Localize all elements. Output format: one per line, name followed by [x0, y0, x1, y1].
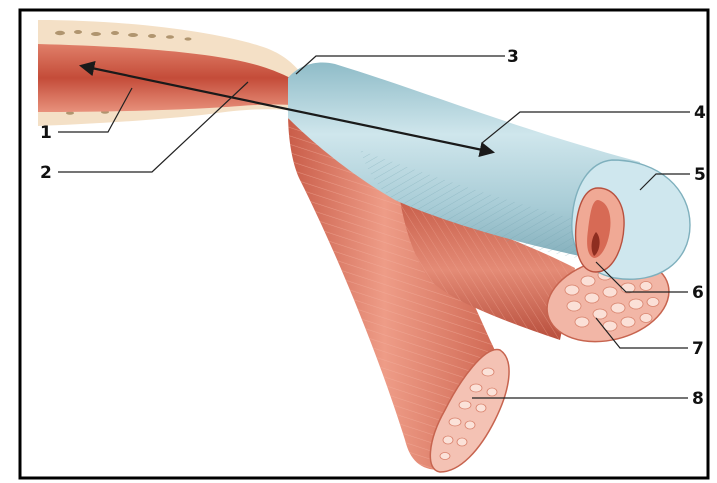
callout-2: 2 [40, 163, 52, 183]
callout-5: 5 [694, 165, 706, 185]
callout-3: 3 [507, 47, 519, 67]
callout-7: 7 [692, 339, 704, 359]
callout-1: 1 [40, 123, 52, 143]
callout-8: 8 [692, 389, 704, 409]
callout-6: 6 [692, 283, 704, 303]
callout-4: 4 [694, 103, 706, 123]
